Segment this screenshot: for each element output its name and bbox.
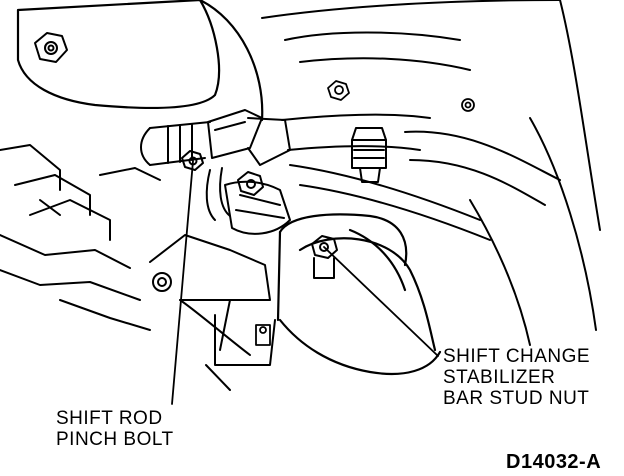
frame-rail bbox=[0, 144, 161, 331]
transmission-housing bbox=[261, 0, 601, 346]
leader-line-pinch-bolt bbox=[171, 160, 194, 405]
lower-bracket-hole-icon bbox=[152, 272, 172, 292]
lower-stud-icon bbox=[255, 324, 271, 346]
stabilizer-bushing bbox=[276, 213, 442, 376]
shift-rod bbox=[140, 121, 211, 166]
stabilizer-stud-nut-icon bbox=[351, 127, 387, 183]
housing-bolt-icon bbox=[327, 80, 350, 101]
callout-line: BAR STUD NUT bbox=[443, 388, 590, 409]
mounting-bracket bbox=[16, 0, 264, 122]
leader-line-stabilizer-nut bbox=[323, 246, 439, 357]
callout-shift-rod-pinch-bolt: SHIFT ROD PINCH BOLT bbox=[56, 408, 174, 450]
joint-bolt-icon bbox=[237, 171, 264, 196]
housing-stud-icon bbox=[461, 98, 475, 112]
universal-joint bbox=[205, 109, 291, 235]
callout-stabilizer-bar-stud-nut: SHIFT CHANGE STABILIZER BAR STUD NUT bbox=[443, 346, 590, 409]
lower-bracket bbox=[149, 234, 276, 391]
callout-line: SHIFT CHANGE bbox=[443, 346, 591, 367]
bushing-nut-icon bbox=[311, 235, 338, 279]
callout-line: PINCH BOLT bbox=[56, 429, 174, 450]
bracket-bolt-icon bbox=[34, 32, 68, 63]
figure-id: D14032-A bbox=[506, 451, 602, 473]
stabilizer-bar bbox=[281, 113, 561, 241]
callout-line: STABILIZER bbox=[443, 367, 556, 388]
callout-line: SHIFT ROD bbox=[56, 408, 163, 429]
